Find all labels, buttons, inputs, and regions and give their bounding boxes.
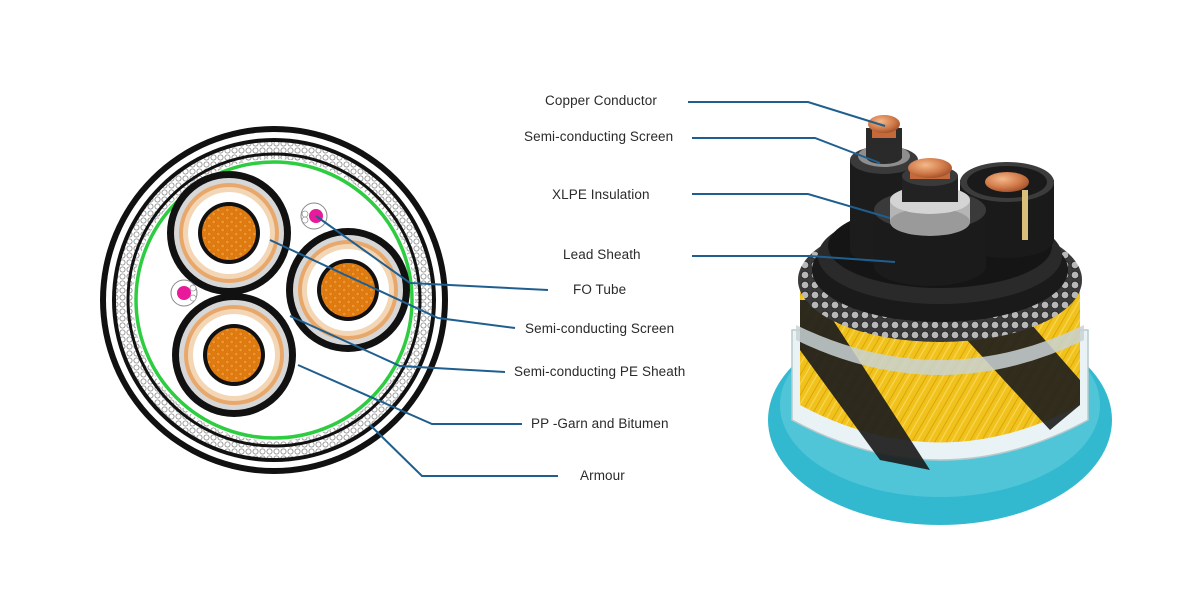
- leader-semi-conducting-screen-top: [692, 137, 881, 164]
- power-core-3: [172, 293, 296, 417]
- power-core-2: [286, 228, 410, 352]
- leader-fo-tube: [315, 215, 549, 291]
- leader-semi-conducting-pe-sheath: [289, 315, 506, 373]
- leader-xlpe-insulation: [692, 193, 891, 219]
- leader-lead-sheath: [692, 255, 896, 263]
- label-fo-tube: FO Tube: [573, 282, 627, 297]
- label-lead-sheath: Lead Sheath: [563, 247, 641, 262]
- label-semi-conducting-screen-top: Semi-conducting Screen: [524, 129, 674, 144]
- label-semi-conducting-pe-sheath: Semi-conducting PE Sheath: [514, 364, 686, 379]
- cable-3d-illustration: [768, 115, 1112, 525]
- leader-semi-conducting-screen: [269, 239, 516, 329]
- label-armour: Armour: [580, 468, 625, 483]
- cable-cross-section: [100, 126, 448, 474]
- leader-armour: [369, 424, 558, 477]
- power-core-1: [167, 171, 291, 295]
- fo-tube-2: [170, 279, 198, 307]
- label-semi-conducting-screen: Semi-conducting Screen: [525, 321, 675, 336]
- label-pp-garn-bitumen: PP -Garn and Bitumen: [531, 416, 669, 431]
- earth-ring: [134, 160, 414, 440]
- fo-tube-1: [300, 202, 328, 230]
- label-copper-conductor: Copper Conductor: [545, 93, 657, 108]
- label-xlpe-insulation: XLPE Insulation: [552, 187, 650, 202]
- leader-copper-conductor: [688, 101, 886, 127]
- cable-core-b: [874, 158, 986, 286]
- leader-pp-garn-bitumen: [297, 364, 522, 425]
